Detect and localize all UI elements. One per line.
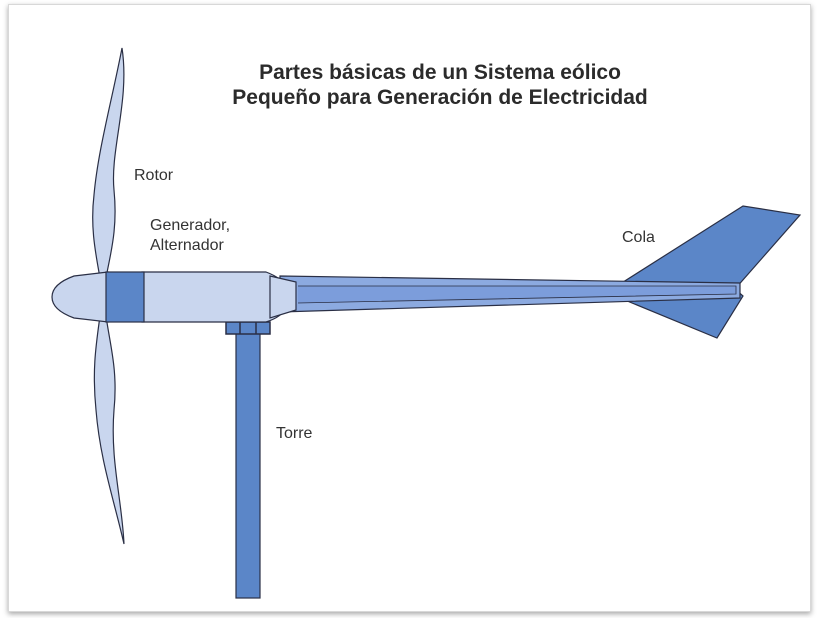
label-generator-line-2: Alternador: [150, 237, 224, 254]
label-generator-line-1: Generador,: [150, 217, 231, 234]
rotor-blade-top: [92, 47, 125, 279]
tower: [235, 332, 261, 599]
label-generator: Generador, Alternador: [150, 216, 230, 256]
rotor-hub: [105, 271, 145, 323]
label-rotor: Rotor: [134, 167, 174, 184]
boom-joint: [269, 275, 297, 319]
label-tower: Torre: [276, 425, 313, 442]
diagram-title: Partes básicas de un Sistema eólico Pequ…: [140, 60, 740, 110]
generator-housing: [141, 271, 290, 323]
label-tail: Cola: [622, 229, 655, 246]
nose-cone: [51, 271, 109, 323]
yaw-bearing: [225, 321, 271, 335]
tail-vane: [619, 205, 802, 339]
title-line-2: Pequeño para Generación de Electricidad: [232, 86, 648, 109]
rotor-blade-bottom: [93, 315, 125, 545]
title-line-1: Partes básicas de un Sistema eólico: [259, 61, 621, 84]
